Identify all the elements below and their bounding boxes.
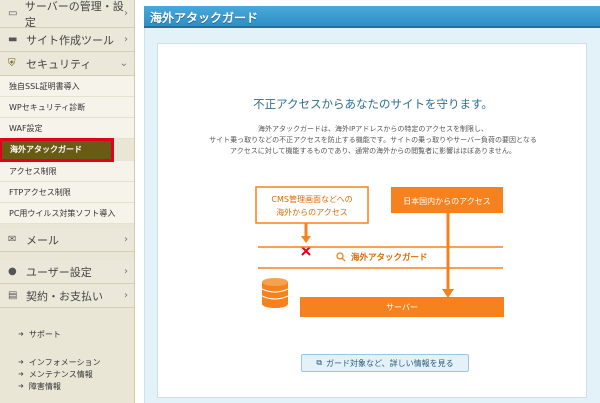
sidebar-subitem-ssl[interactable]: 独自SSL証明書導入 xyxy=(0,76,134,97)
sidebar-subitem-overseas-attack-guard[interactable]: 海外アタックガード xyxy=(0,138,114,162)
chevron-right-icon: › xyxy=(124,34,128,45)
sidebar-subitem-access-limit[interactable]: アクセス制限 xyxy=(0,161,134,182)
page-header: 海外アタックガード xyxy=(144,6,600,28)
main-content: 海外アタックガード 不正アクセスからあなたのサイトを守ります。 海外アタックガー… xyxy=(140,0,600,403)
domestic-arrow-head xyxy=(442,289,454,298)
sidebar-subitem-antivirus[interactable]: PC用ウイルス対策ソフト導入 xyxy=(0,203,134,224)
laptop-icon: ▬ xyxy=(8,34,18,45)
sidebar-item-label: 契約・お支払い xyxy=(26,289,103,303)
feature-headline: 不正アクセスからあなたのサイトを守ります。 xyxy=(253,97,493,111)
card-icon: ▤ xyxy=(8,290,18,301)
content-panel: 不正アクセスからあなたのサイトを守ります。 海外アタックガードは、海外IPアドレ… xyxy=(144,28,600,403)
arrow-right-icon: ➜ xyxy=(18,358,24,366)
sidebar-item-label: サーバーの管理・設定 xyxy=(24,0,124,29)
overseas-access-box xyxy=(255,186,369,224)
arrow-right-icon: ➜ xyxy=(18,330,24,338)
user-icon: ● xyxy=(8,266,17,277)
server-label: サーバー xyxy=(386,303,418,312)
sidebar-item-label: ユーザー設定 xyxy=(26,265,92,279)
sidebar-item-contract[interactable]: ▤ 契約・お支払い › xyxy=(0,284,134,308)
external-link-icon: ⧉ xyxy=(316,358,323,367)
sidebar-subitem-waf[interactable]: WAF設定 xyxy=(0,118,134,139)
spacer xyxy=(0,308,134,328)
arrow-right-icon: ➜ xyxy=(18,382,24,390)
sidebar-subitem-ftp-limit[interactable]: FTPアクセス制限 xyxy=(0,182,134,203)
chevron-down-icon: ⌄ xyxy=(119,58,128,69)
page-title: 海外アタックガード xyxy=(150,11,259,25)
sidebar-link-support[interactable]: ➜ サポート xyxy=(18,329,61,339)
search-icon xyxy=(336,252,346,262)
overseas-arrow-head xyxy=(301,236,311,243)
sidebar-item-mail[interactable]: ✉ メール › xyxy=(0,228,134,252)
server-icon: ▭ xyxy=(8,8,18,19)
spacer xyxy=(0,340,134,356)
chevron-right-icon: › xyxy=(124,234,128,245)
chevron-right-icon: › xyxy=(124,8,128,19)
overseas-access-label-1: CMS管理画面などへの xyxy=(271,194,352,204)
sidebar-subitem-wp-security[interactable]: WPセキュリティ診断 xyxy=(0,97,134,118)
sidebar-link-information[interactable]: ➜ インフォメーション xyxy=(18,357,101,367)
sidebar-link-failure-info[interactable]: ➜ 障害情報 xyxy=(18,381,61,391)
shield-icon: ⛨ xyxy=(8,58,16,69)
guard-diagram: CMS管理画面などへの 海外からのアクセス 日本国内からのアクセス xyxy=(255,186,504,317)
sidebar-item-label: サイト作成ツール xyxy=(26,33,114,47)
sidebar-item-security[interactable]: ⛨ セキュリティ ⌄ xyxy=(0,52,134,76)
more-info-label: ガード対象など、詳しい情報を見る xyxy=(326,358,454,368)
chevron-right-icon: › xyxy=(124,290,128,301)
sidebar-item-server-settings[interactable]: ▭ サーバーの管理・設定 › xyxy=(0,0,134,29)
blocked-x-icon xyxy=(301,246,311,256)
more-info-button[interactable]: ⧉ ガード対象など、詳しい情報を見る xyxy=(301,354,469,372)
sidebar-item-site-tools[interactable]: ▬ サイト作成ツール › xyxy=(0,28,134,52)
chevron-right-icon: › xyxy=(124,266,128,277)
sidebar-item-label: メール xyxy=(26,233,59,247)
divider xyxy=(0,252,134,260)
arrow-right-icon: ➜ xyxy=(18,370,24,378)
sidebar-link-maintenance[interactable]: ➜ メンテナンス情報 xyxy=(18,369,93,379)
feature-description: 海外アタックガードは、海外IPアドレスからの特定のアクセスを制限し、 サイト乗っ… xyxy=(209,125,537,155)
database-icon xyxy=(261,278,289,308)
overseas-access-label-2: 海外からのアクセス xyxy=(276,207,348,217)
sidebar-item-label: セキュリティ xyxy=(26,57,92,71)
mail-icon: ✉ xyxy=(8,234,17,245)
sidebar-item-user-settings[interactable]: ● ユーザー設定 › xyxy=(0,260,134,284)
domestic-access-label: 日本国内からのアクセス xyxy=(403,196,491,206)
guard-label: 海外アタックガード xyxy=(351,252,428,263)
sidebar: ▭ サーバーの管理・設定 › ▬ サイト作成ツール › ⛨ セキュリティ ⌄ 独… xyxy=(0,0,135,403)
domestic-access-box xyxy=(391,187,503,213)
server-bar xyxy=(300,297,504,317)
feature-card: 不正アクセスからあなたのサイトを守ります。 海外アタックガードは、海外IPアドレ… xyxy=(157,43,587,398)
